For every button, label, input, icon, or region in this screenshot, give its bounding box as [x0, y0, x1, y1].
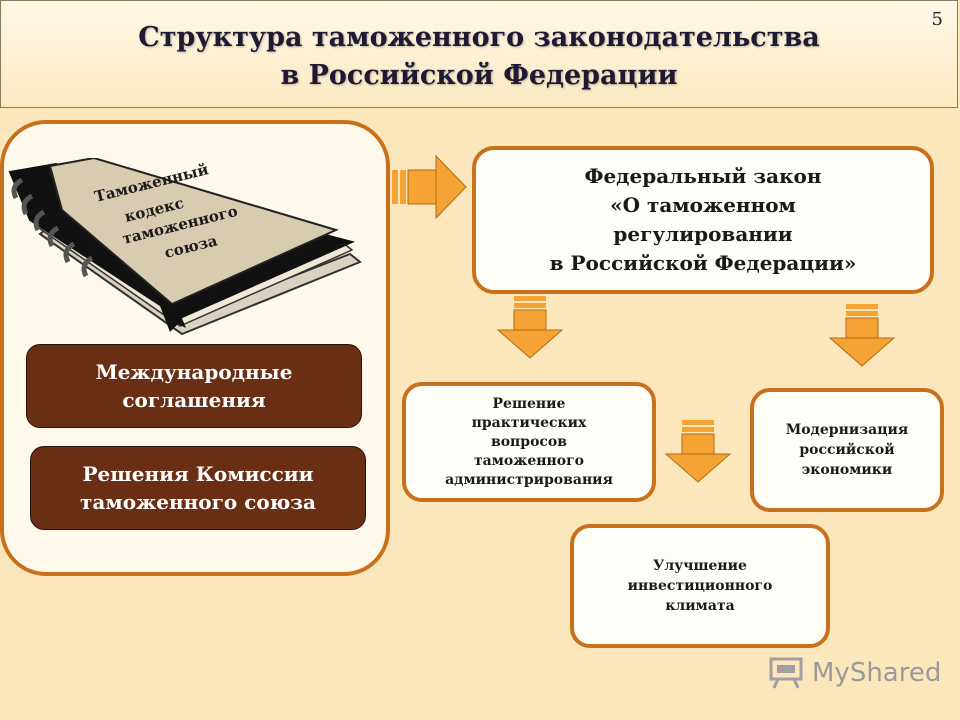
right-arrow-icon: [392, 154, 467, 220]
myshared-watermark: MyShared: [768, 656, 941, 690]
international-agreements-box: Международные соглашения: [26, 344, 362, 428]
book-icon: Таможенный кодекс таможенного союза: [8, 158, 362, 336]
down-arrow-icon: [828, 304, 896, 367]
slide-number: 5: [931, 9, 943, 30]
practical-issues-card: Решение практических вопросов таможенног…: [402, 382, 656, 502]
page-title: Структура таможенного законодательства в…: [138, 22, 820, 91]
customs-union-commission-box: Решения Комиссии таможенного союза: [30, 446, 366, 530]
investment-climate-card: Улучшение инвестиционного климата: [570, 524, 830, 648]
federal-law-card: Федеральный закон «О таможенном регулиро…: [472, 146, 934, 294]
down-arrow-icon: [496, 296, 564, 359]
economy-modernization-card: Модернизация российской экономики: [750, 388, 944, 512]
title-banner: Структура таможенного законодательства в…: [0, 0, 958, 108]
down-arrow-icon: [664, 420, 732, 483]
watermark-text: MyShared: [812, 658, 942, 688]
presentation-board-icon: [769, 657, 803, 689]
